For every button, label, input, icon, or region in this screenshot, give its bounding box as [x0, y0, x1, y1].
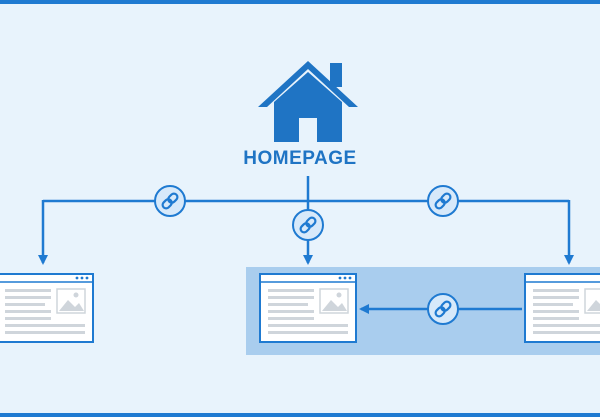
link-icon	[427, 185, 459, 217]
link-icon	[292, 209, 324, 241]
webpage-icon	[524, 273, 600, 343]
link-icon	[427, 293, 459, 325]
webpage-icon	[0, 273, 94, 343]
link-icon	[154, 185, 186, 217]
site-structure-diagram	[0, 61, 600, 355]
webpage-icon	[259, 273, 357, 343]
homepage-label: HOMEPAGE	[243, 148, 357, 169]
house-icon	[258, 61, 358, 142]
